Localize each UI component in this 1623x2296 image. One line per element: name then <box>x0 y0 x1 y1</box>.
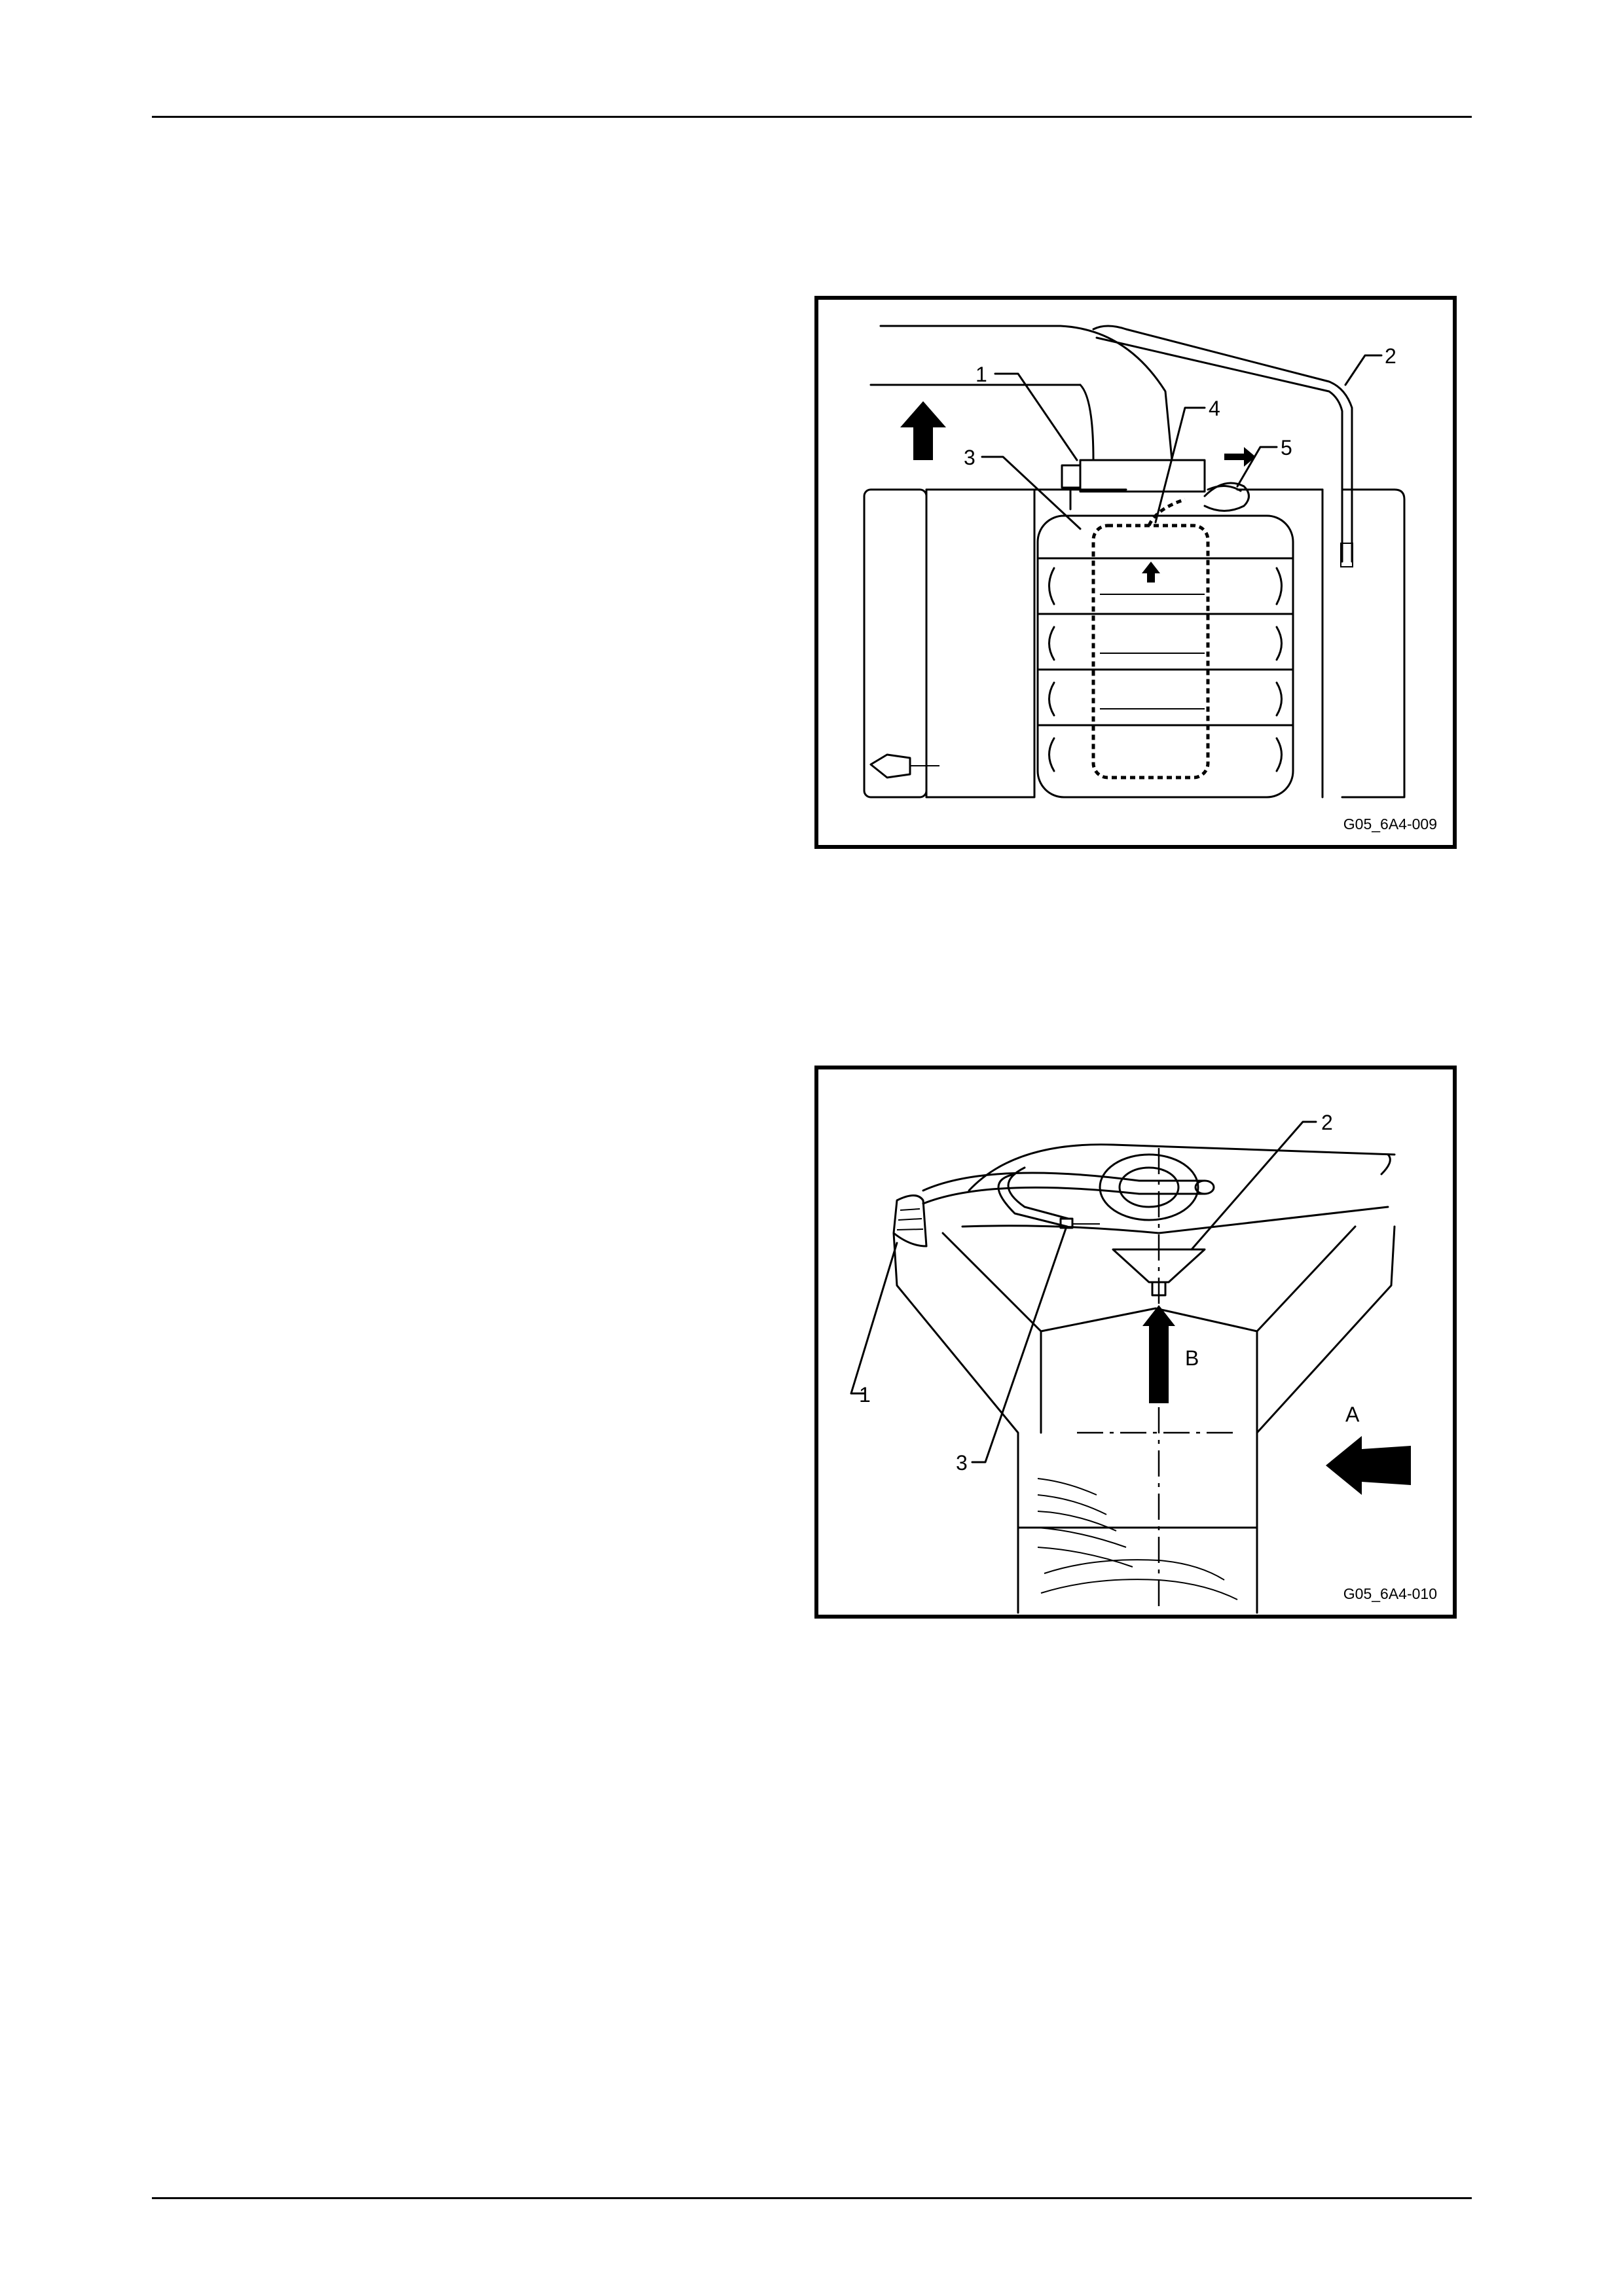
engine-front-view-drawing: 1 2 3 A B <box>818 1069 1453 1615</box>
callout-5: 5 <box>1281 436 1292 459</box>
callout-1: 1 <box>859 1383 871 1407</box>
callout-A: A <box>1345 1403 1360 1426</box>
callout-1: 1 <box>976 363 987 386</box>
engine-top-view-drawing: 1 2 3 4 5 <box>818 300 1453 845</box>
figure-code: G05_6A4-009 <box>1343 816 1437 833</box>
figure-engine-front-view: 1 2 3 A B G05_6A4-010 <box>814 1066 1457 1619</box>
callout-3: 3 <box>964 446 976 469</box>
callout-4: 4 <box>1209 397 1220 420</box>
figure-engine-top-view: 1 2 3 4 5 G05_6A4-009 <box>814 296 1457 849</box>
footer-rule <box>152 2197 1472 2199</box>
callout-2: 2 <box>1385 344 1396 368</box>
callout-3: 3 <box>956 1451 968 1475</box>
callout-B: B <box>1185 1346 1199 1370</box>
header-rule <box>152 116 1472 118</box>
callout-2: 2 <box>1321 1111 1333 1134</box>
figure-code: G05_6A4-010 <box>1343 1585 1437 1603</box>
